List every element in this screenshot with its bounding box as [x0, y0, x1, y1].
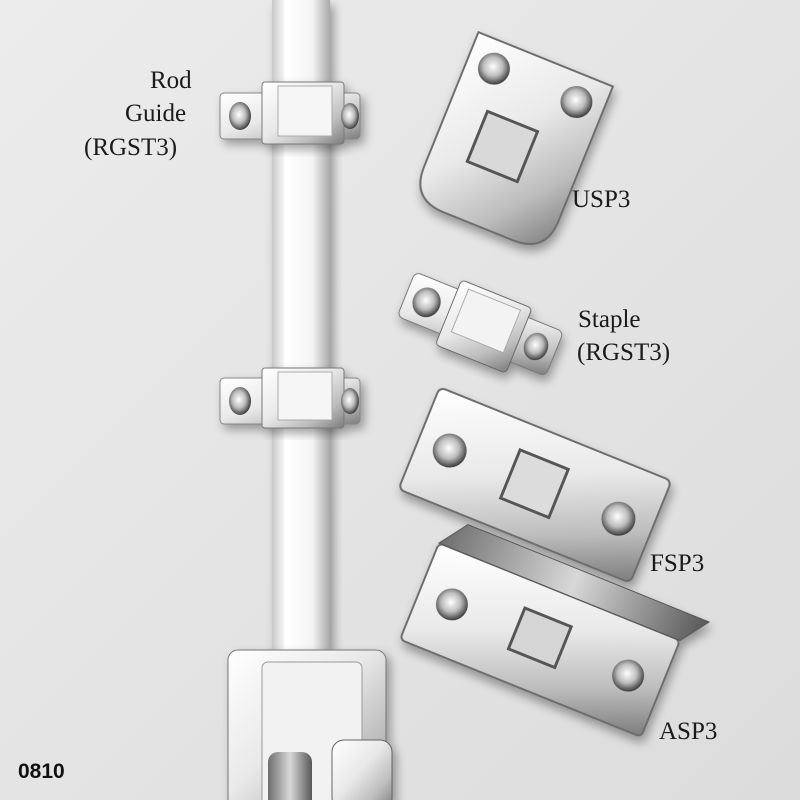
image-code: 0810	[18, 760, 65, 783]
asp3-label: ASP3	[659, 718, 718, 745]
rod-guide-label-line1: Rod	[150, 67, 192, 94]
staple	[398, 273, 563, 375]
staple-label-line2: (RGST3)	[577, 339, 671, 366]
asp3-plate	[400, 524, 711, 737]
fsp3-plate	[399, 387, 671, 583]
rod-guide-lower	[219, 367, 361, 429]
fsp3-label: FSP3	[650, 550, 705, 577]
rod-guide-label-line3: (RGST3)	[84, 134, 178, 161]
rod-guide-upper	[219, 81, 361, 145]
rod-guide-label-line2: Guide	[125, 100, 187, 127]
bolt-body	[227, 649, 393, 800]
usp3-label: USP3	[572, 186, 631, 213]
usp3-plate	[419, 30, 615, 246]
staple-label-line1: Staple	[578, 306, 641, 333]
